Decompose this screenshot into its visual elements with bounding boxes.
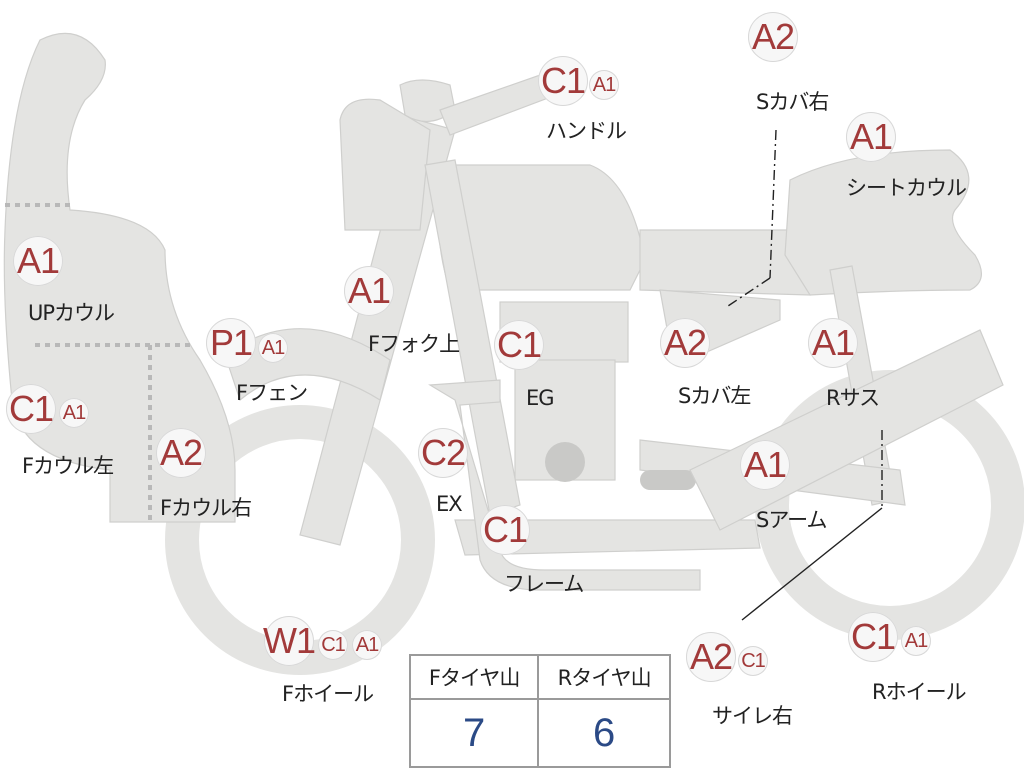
engine-label: EG [526, 386, 555, 410]
s-arm-label: Sアーム [756, 508, 827, 532]
seat-cowl-code: A1 [846, 112, 896, 162]
engine-code: C1 [494, 320, 544, 370]
tire-tread-table: Fタイヤ山 Rタイヤ山 7 6 [408, 654, 671, 768]
tire-tread-value-row: 7 6 [408, 698, 671, 768]
front-tire-tread-header: Fタイヤ山 [408, 654, 540, 700]
f-fork-upper-code: A1 [344, 266, 394, 316]
silencer-right-code-primary: A2 [686, 632, 736, 682]
rear-tire-tread-header: Rタイヤ山 [537, 654, 671, 700]
f-cowl-left-label: Fカウル左 [22, 454, 114, 478]
footpeg-shape [640, 470, 696, 490]
rear-tire-tread-value: 6 [537, 698, 671, 768]
f-wheel-code-tertiary: A1 [352, 630, 382, 660]
r-wheel-code-primary: C1 [848, 612, 898, 662]
f-fork-upper-label: Fフォク上 [368, 332, 460, 356]
seat-cowl-label: シートカウル [846, 176, 967, 200]
r-suspension-label: Rサス [826, 386, 880, 410]
f-fender-code-secondary: A1 [258, 333, 288, 363]
r-suspension-code: A1 [808, 318, 858, 368]
f-cowl-right-label: Fカウル右 [160, 496, 252, 520]
up-cowl-code: A1 [13, 236, 63, 286]
cowl-shape [3, 32, 236, 523]
f-cowl-left-code-primary: C1 [6, 384, 56, 434]
tire-tread-header-row: Fタイヤ山 Rタイヤ山 [408, 654, 671, 700]
f-wheel-label: Fホイール [282, 682, 374, 706]
exhaust-pipe-shape [428, 379, 701, 591]
s-cover-right-code: A2 [748, 12, 798, 62]
s-cover-left-code: A2 [660, 318, 710, 368]
up-cowl-label: UPカウル [28, 301, 115, 325]
seat-shape [639, 229, 811, 296]
frame-label: フレーム [504, 572, 584, 596]
s-cover-right-label: Sカバ右 [756, 90, 829, 114]
handle-code-secondary: A1 [589, 70, 619, 100]
silencer-right-code-secondary: C1 [738, 646, 768, 676]
frame-lower-shape [454, 519, 761, 556]
headlight-shape [339, 98, 431, 231]
handle-code-primary: C1 [538, 56, 588, 106]
f-wheel-code-secondary: C1 [318, 630, 348, 660]
exhaust-label: EX [436, 492, 463, 516]
s-cover-left-label: Sカバ左 [678, 384, 751, 408]
f-fender-label: Fフェン [236, 381, 308, 405]
f-fender-code-primary: P1 [206, 318, 256, 368]
f-cowl-left-code-secondary: A1 [59, 398, 89, 428]
r-wheel-label: Rホイール [872, 680, 967, 704]
exhaust-code: C2 [418, 428, 468, 478]
s-arm-code: A1 [740, 440, 790, 490]
seat-cowl-shape [784, 149, 982, 296]
silencer-right-label: サイレ右 [712, 704, 793, 728]
front-tire-tread-value: 7 [408, 698, 540, 768]
frame-code: C1 [480, 505, 530, 555]
r-wheel-code-secondary: A1 [901, 626, 931, 656]
handle-label: ハンドル [546, 119, 627, 143]
f-wheel-code-primary: W1 [263, 616, 316, 666]
handlebar-shape [439, 74, 549, 136]
engine-cover-shape [545, 442, 585, 482]
f-cowl-right-code: A2 [156, 428, 206, 478]
